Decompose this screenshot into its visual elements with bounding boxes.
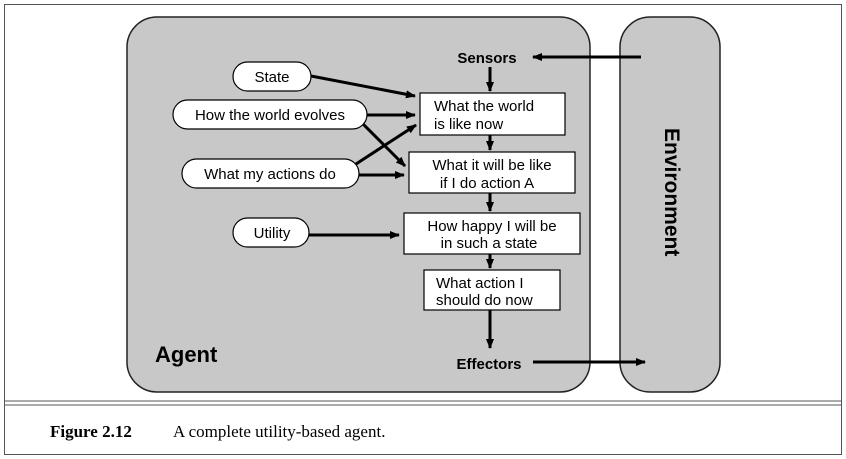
oval-utility-label: Utility	[254, 225, 291, 242]
outer-frame	[4, 4, 842, 455]
caption-number: Figure 2.12	[50, 422, 132, 441]
box-world-now	[419, 92, 566, 136]
box-what-action-line1: What action I	[436, 275, 524, 292]
box-what-action-line2: should do now	[436, 292, 533, 309]
arrow-state-to-world	[310, 74, 416, 99]
caption-text: A complete utility-based agent.	[173, 422, 385, 441]
oval-world-evolves-label: How the world evolves	[195, 107, 345, 124]
oval-utility	[232, 217, 310, 248]
effectors-label: Effectors	[456, 356, 521, 373]
agent-label: Agent	[155, 342, 218, 367]
box-how-happy-line1: How happy I will be	[427, 218, 556, 235]
agent-panel	[126, 16, 591, 393]
box-action-a-line2: if I do action A	[440, 175, 534, 192]
environment-panel	[619, 16, 721, 393]
arrow-actions-to-world	[355, 123, 417, 166]
box-world-now-line2: is like now	[434, 116, 503, 133]
oval-state-label: State	[254, 69, 289, 86]
oval-actions-do-label: What my actions do	[204, 166, 336, 183]
box-how-happy-line2: in such a state	[441, 235, 538, 252]
box-how-happy	[403, 212, 581, 255]
box-action-a-line1: What it will be like	[432, 157, 551, 174]
box-world-now-line1: What the world	[434, 98, 534, 115]
box-action-a	[408, 151, 576, 194]
sensors-label: Sensors	[457, 50, 516, 67]
box-what-action	[423, 269, 561, 311]
environment-label: Environment	[660, 128, 683, 256]
